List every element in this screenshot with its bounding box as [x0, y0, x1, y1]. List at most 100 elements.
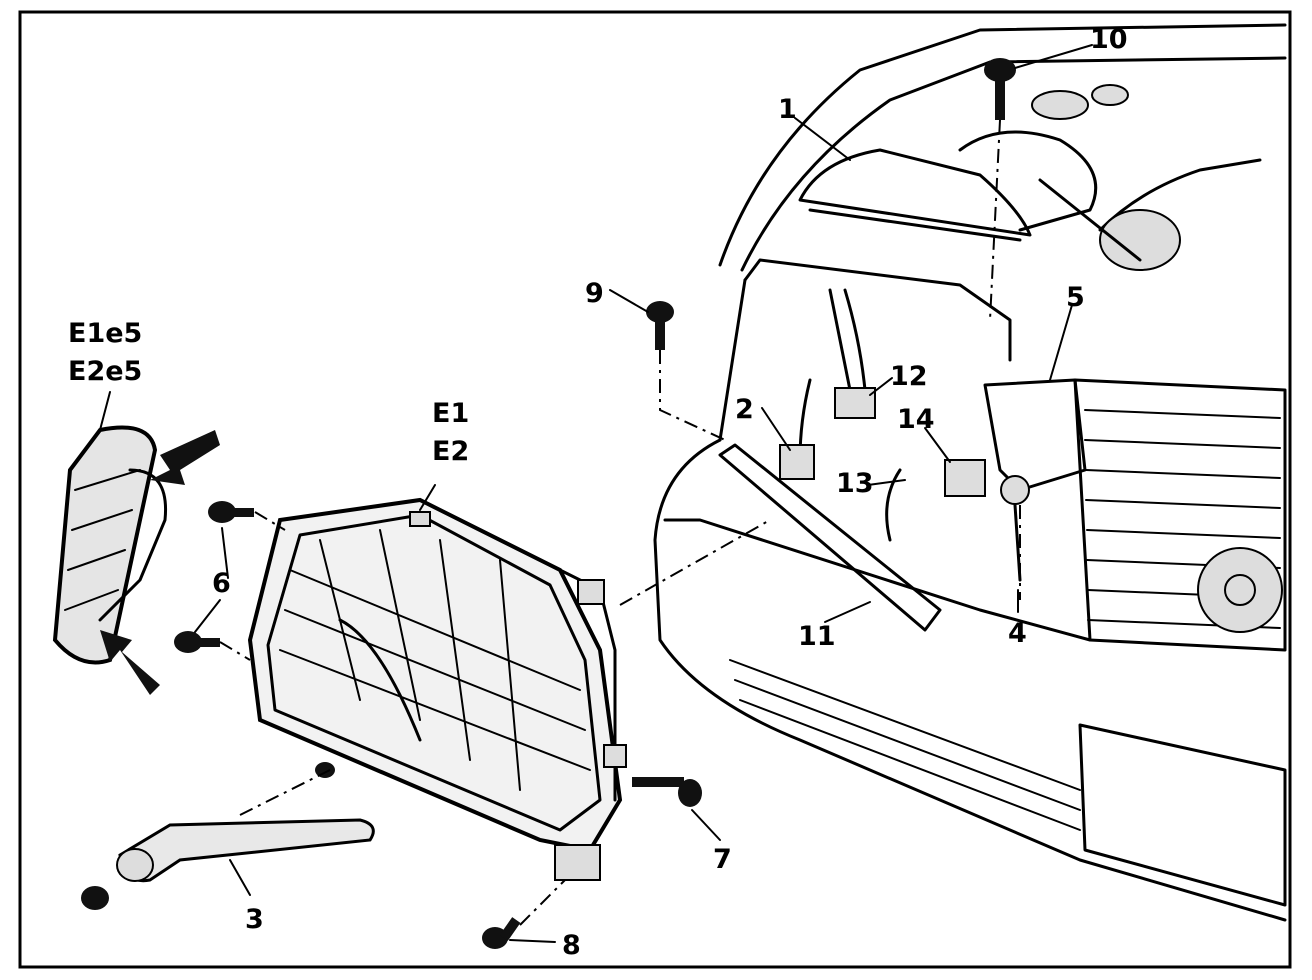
screw-10-head — [984, 58, 1016, 82]
callout-12: 12 — [890, 361, 928, 392]
callout-11: 11 — [798, 621, 836, 652]
grille-outline — [1073, 378, 1287, 652]
screw-7-head — [678, 779, 702, 807]
lever-body — [118, 818, 375, 883]
top-clip — [409, 511, 431, 527]
headlamp-lens — [247, 497, 623, 853]
screw-6-lower-shank — [198, 638, 220, 647]
screw-10-shank — [995, 80, 1005, 120]
lower-mount-tab — [554, 844, 601, 881]
leader-e1e2 — [419, 484, 436, 511]
horn — [1197, 547, 1283, 633]
reservoir-cap — [1031, 90, 1089, 120]
bumper-upper-line — [663, 518, 1092, 642]
leader-1 — [794, 117, 851, 161]
leader-e1e5 — [99, 391, 111, 431]
leader-7 — [691, 809, 721, 841]
leader-14 — [924, 427, 951, 463]
dash-lever — [239, 769, 331, 816]
leader-6-lower — [194, 599, 221, 633]
side-marker-lamp — [52, 425, 220, 695]
grille-slats — [1084, 409, 1281, 629]
leader-8 — [509, 939, 556, 943]
callout-e1e5: E1e5 — [68, 318, 142, 349]
dash-screw-8 — [519, 879, 566, 926]
callout-14: 14 — [897, 404, 935, 435]
harness-wire-4 — [885, 468, 902, 542]
callout-e2: E2 — [432, 436, 469, 467]
arrow-upper-icon — [150, 430, 220, 485]
connector-2 — [779, 444, 815, 480]
upper-mount-tab — [577, 579, 605, 605]
screw-6-upper-shank — [232, 508, 254, 517]
leader-2 — [761, 407, 791, 451]
marker-socket-wire — [98, 468, 168, 622]
bumper-outline — [653, 438, 1287, 922]
fasteners — [174, 58, 1016, 949]
leader-3 — [229, 859, 251, 896]
headlamp-lens-inner — [266, 513, 602, 832]
hood-edge — [718, 23, 1287, 267]
screw-6-upper-head — [208, 501, 236, 523]
leader-12 — [869, 377, 893, 396]
harness-wire-2 — [843, 288, 867, 392]
screw-9-head — [646, 301, 674, 323]
bracket-5 — [983, 378, 1087, 492]
filler-cap — [1091, 84, 1129, 106]
car-front-body — [653, 23, 1287, 922]
gasket-outline — [798, 148, 1032, 237]
dash-screw-10 — [989, 119, 1001, 321]
leader-9 — [609, 289, 649, 313]
leader-6-upper — [221, 527, 229, 579]
cavity-top — [743, 258, 1012, 362]
dash-screw-6-lower — [219, 641, 251, 661]
callout-1: 1 — [778, 94, 797, 125]
callout-13: 13 — [836, 468, 874, 499]
dash-screw-6-upper — [254, 511, 286, 531]
dash-screw-9 — [659, 350, 726, 441]
screw-8-shank — [499, 917, 521, 941]
connector-14 — [944, 459, 986, 497]
arrow-lower-icon — [100, 630, 160, 695]
radiator-grille — [1073, 378, 1287, 652]
callout-3: 3 — [245, 904, 264, 935]
license-plate-area — [1078, 723, 1287, 907]
callout-7: 7 — [713, 844, 732, 875]
callout-labels: 10 1 9 5 12 2 14 13 11 4 E1e5 E2e5 E1 E2… — [68, 24, 1128, 961]
callout-2: 2 — [735, 394, 754, 425]
screw-6-lower-head — [174, 631, 202, 653]
adjuster-4 — [1000, 475, 1030, 505]
lever-end — [116, 848, 154, 882]
right-mount-tab — [603, 744, 627, 768]
support-arm-11 — [718, 443, 942, 632]
gasket-lower — [808, 208, 1022, 242]
connector-12 — [834, 387, 876, 419]
lever-nut — [81, 886, 109, 910]
marker-lens-ribs — [64, 469, 141, 611]
leader-lines — [99, 44, 1093, 943]
screw-7-shank — [632, 777, 684, 787]
engine-cover — [958, 130, 1098, 232]
callout-8: 8 — [562, 930, 581, 961]
callout-6: 6 — [212, 568, 231, 599]
bumper-vent-lines — [729, 659, 1081, 831]
harness-wire-1 — [828, 288, 852, 392]
dash-headlamp-arm — [619, 519, 771, 606]
callout-4: 4 — [1008, 618, 1027, 649]
screw-9-shank — [655, 320, 665, 350]
hose — [1038, 178, 1142, 262]
hood-inner-edge — [740, 56, 1287, 272]
callout-e1: E1 — [432, 398, 469, 429]
frame-border — [18, 10, 1292, 969]
callout-5: 5 — [1066, 282, 1085, 313]
headlamp-assembly — [247, 497, 627, 881]
leader-5 — [1049, 304, 1073, 381]
leader-13 — [867, 479, 906, 486]
lens-reflector-line — [338, 618, 422, 742]
callout-9: 9 — [585, 278, 604, 309]
leader-11 — [824, 601, 871, 623]
air-filter — [1099, 209, 1181, 271]
cavity-left — [718, 278, 747, 442]
